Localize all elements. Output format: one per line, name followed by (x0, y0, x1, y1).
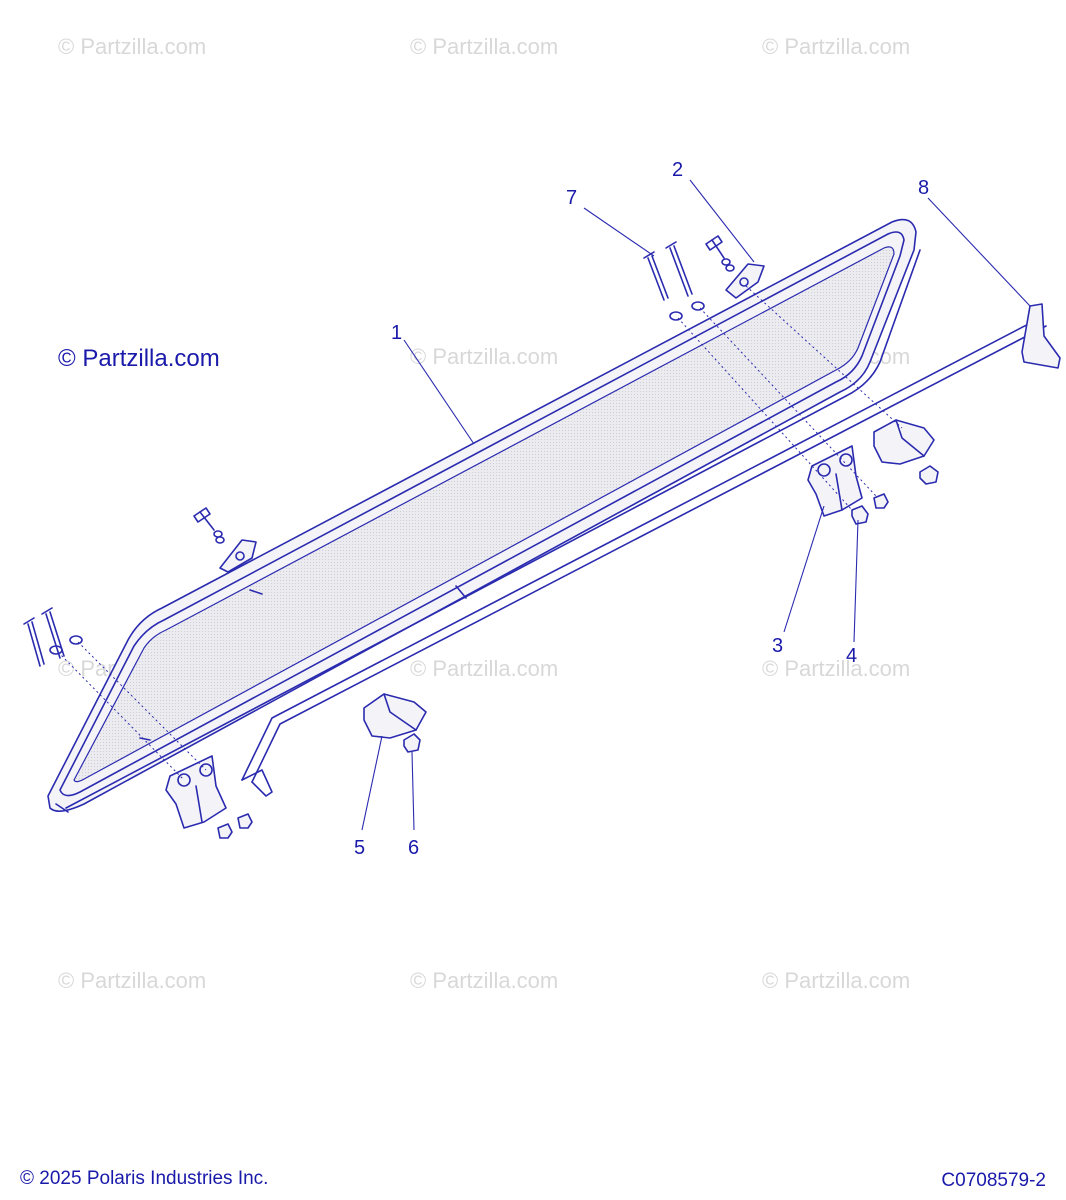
watermark-text: © Partzilla.com (762, 34, 910, 59)
diagram-code: C0708579-2 (941, 1170, 1046, 1191)
watermark-text: © Partzilla.com (762, 968, 910, 993)
flange-nut-part (403, 465, 939, 753)
watermark-text: © Partzilla.com (58, 34, 206, 59)
mount-plate-part (193, 235, 765, 573)
copyright-footer: © 2025 Polaris Industries Inc. (20, 1168, 268, 1189)
callout-8: 8 (918, 177, 929, 199)
bumper-block-part (363, 419, 935, 739)
callout-3: 3 (772, 635, 783, 657)
watermark-text: © Partzilla.com (762, 656, 910, 681)
callout-1: 1 (391, 322, 402, 344)
callout-7: 7 (566, 187, 577, 209)
support-rod-part (241, 303, 1061, 797)
watermark-text: © Partzilla.com (410, 34, 558, 59)
watermark-text: © Partzilla.com (58, 968, 206, 993)
callout-5: 5 (354, 837, 365, 859)
hinge-bracket-part (165, 445, 863, 829)
callout-labels: 1 2 3 4 5 6 7 8 (354, 159, 929, 859)
nut-part (217, 493, 889, 839)
watermark-text: © Partzilla.com (410, 344, 558, 369)
bolt-part (23, 241, 705, 667)
window-panel-part (47, 218, 921, 813)
callout-4: 4 (846, 645, 857, 667)
watermark-text: © Partzilla.com (410, 968, 558, 993)
watermark-text: © Partzilla.com (410, 656, 558, 681)
alignment-lines (57, 285, 903, 781)
callout-6: 6 (408, 837, 419, 859)
leader-lines (361, 179, 1031, 831)
watermark-main-text: © Partzilla.com (58, 345, 220, 372)
callout-2: 2 (672, 159, 683, 181)
